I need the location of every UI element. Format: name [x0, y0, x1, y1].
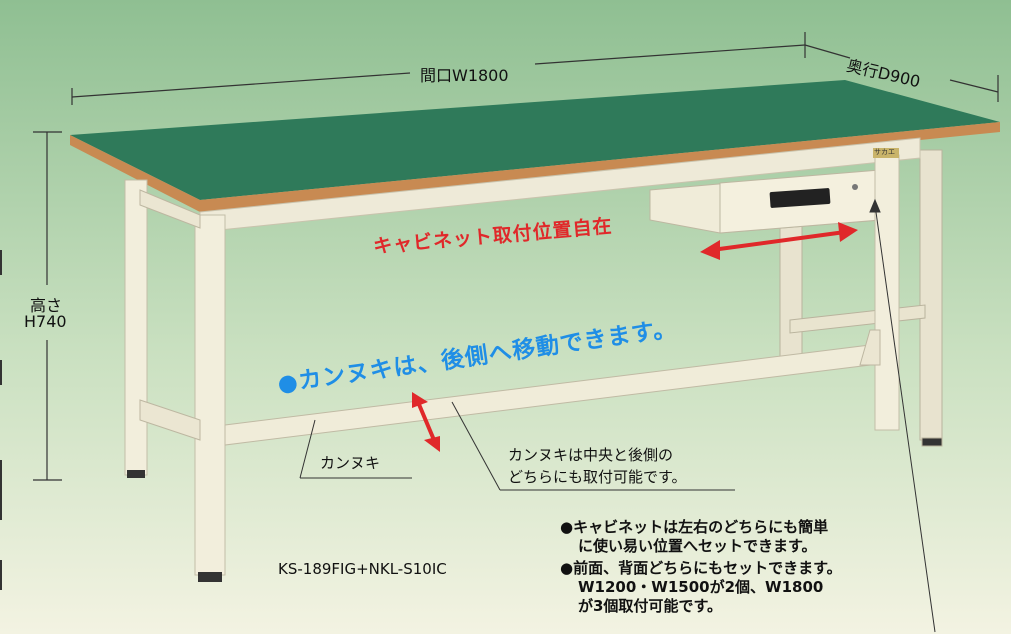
feature-line-1: ●キャビネットは左右のどちらにも簡単 — [560, 518, 829, 536]
left-side-frame — [139, 189, 201, 441]
feature-line-5: が3個取付可能です。 — [578, 597, 722, 615]
width-dimension-label: 間口W1800 — [420, 66, 509, 85]
brand-plate-text: サカエ — [874, 148, 895, 156]
feature-line-2: に使い易い位置へセットできます。 — [578, 537, 817, 555]
cabinet-drawer — [649, 169, 881, 234]
feature-line-3: ●前面、背面どちらにもセットできます。 — [560, 559, 842, 577]
height-label-line1: 高さ — [30, 296, 63, 315]
feature-line-4: W1200・W1500が2個、W1800 — [578, 578, 824, 596]
crossbar-move-arrow — [412, 392, 440, 452]
height-label-line2: H740 — [24, 312, 67, 331]
right-side-frame — [859, 329, 881, 366]
crossbar-note-line2: どちらにも取付可能です。 — [508, 468, 687, 486]
tabletop — [70, 80, 1000, 212]
crossbar-note-line1: カンヌキは中央と後側の — [508, 446, 674, 464]
cabinet-move-arrow — [700, 222, 858, 260]
model-number: KS-189FIG+NKL-S10IC — [278, 560, 447, 578]
brand-plate — [873, 148, 899, 158]
leader-lines — [299, 198, 936, 633]
crossbar-label: カンヌキ — [320, 454, 381, 472]
dimension-lines — [33, 32, 999, 481]
